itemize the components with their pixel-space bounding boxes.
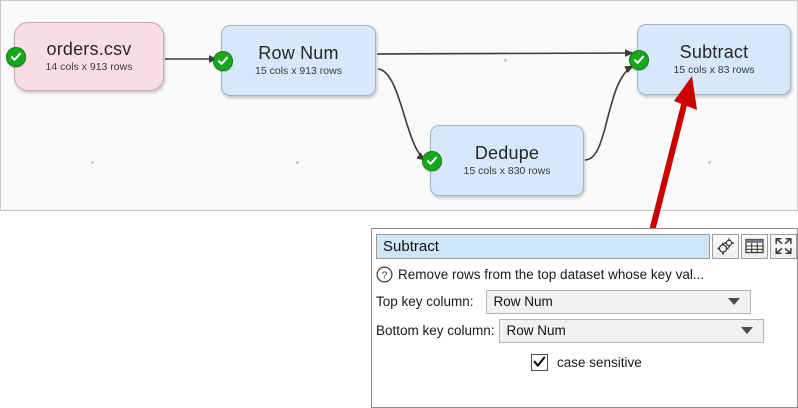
bottom-key-column-dropdown[interactable]: Row Num — [498, 318, 764, 343]
node-subtract[interactable]: Subtract 15 cols x 83 rows — [629, 24, 791, 95]
bottom-key-column-value: Row Num — [506, 323, 566, 338]
panel-title-field[interactable]: Subtract — [376, 233, 710, 259]
properties-panel: Subtract — [371, 228, 798, 408]
help-text: Remove rows from the top dataset whose k… — [398, 266, 705, 282]
bottom-key-column-row: Bottom key column: Row Num — [376, 317, 797, 344]
node-orders-csv[interactable]: orders.csv 14 cols x 913 rows — [6, 22, 164, 91]
grid-dot — [296, 161, 299, 164]
case-sensitive-checkbox[interactable] — [531, 353, 548, 371]
expand-button[interactable] — [770, 233, 797, 259]
status-ok-icon — [213, 50, 233, 71]
question-icon[interactable]: ? — [376, 265, 393, 283]
chevron-down-icon — [727, 298, 740, 305]
table-icon — [745, 238, 764, 254]
case-sensitive-row: case sensitive — [376, 348, 797, 376]
expand-icon — [774, 237, 793, 255]
node-title: orders.csv — [46, 38, 132, 59]
chevron-down-icon — [740, 327, 753, 334]
node-subtitle: 14 cols x 913 rows — [45, 61, 133, 74]
panel-title-row: Subtract — [376, 233, 797, 259]
gears-icon — [716, 237, 735, 255]
node-title: Row Num — [258, 42, 339, 63]
bottom-key-column-label: Bottom key column: — [376, 323, 495, 338]
node-subtitle: 15 cols x 830 rows — [463, 165, 551, 178]
check-icon — [533, 356, 546, 367]
grid-dot — [708, 161, 711, 164]
case-sensitive-label: case sensitive — [557, 354, 642, 370]
node-title: Subtract — [679, 41, 749, 62]
node-title: Dedupe — [474, 142, 540, 163]
grid-dot — [91, 161, 94, 164]
flow-canvas[interactable]: orders.csv 14 cols x 913 rows Row Num 15… — [0, 0, 798, 211]
node-subtitle: 15 cols x 83 rows — [673, 64, 755, 77]
grid-dot — [504, 59, 507, 62]
top-key-column-dropdown[interactable]: Row Num — [485, 289, 751, 314]
help-row: ? Remove rows from the top dataset whose… — [376, 262, 797, 286]
status-ok-icon — [629, 49, 649, 70]
status-ok-icon — [422, 150, 442, 171]
data-table-button[interactable] — [741, 233, 768, 259]
svg-text:?: ? — [382, 269, 388, 281]
top-key-column-value: Row Num — [493, 294, 553, 309]
top-key-column-label: Top key column: — [376, 294, 474, 309]
node-dedupe[interactable]: Dedupe 15 cols x 830 rows — [422, 125, 584, 196]
top-key-column-row: Top key column: Row Num — [376, 288, 797, 315]
settings-button[interactable] — [712, 233, 739, 259]
node-subtitle: 15 cols x 913 rows — [255, 65, 342, 78]
status-ok-icon — [6, 46, 26, 67]
node-row-num[interactable]: Row Num 15 cols x 913 rows — [213, 25, 376, 96]
